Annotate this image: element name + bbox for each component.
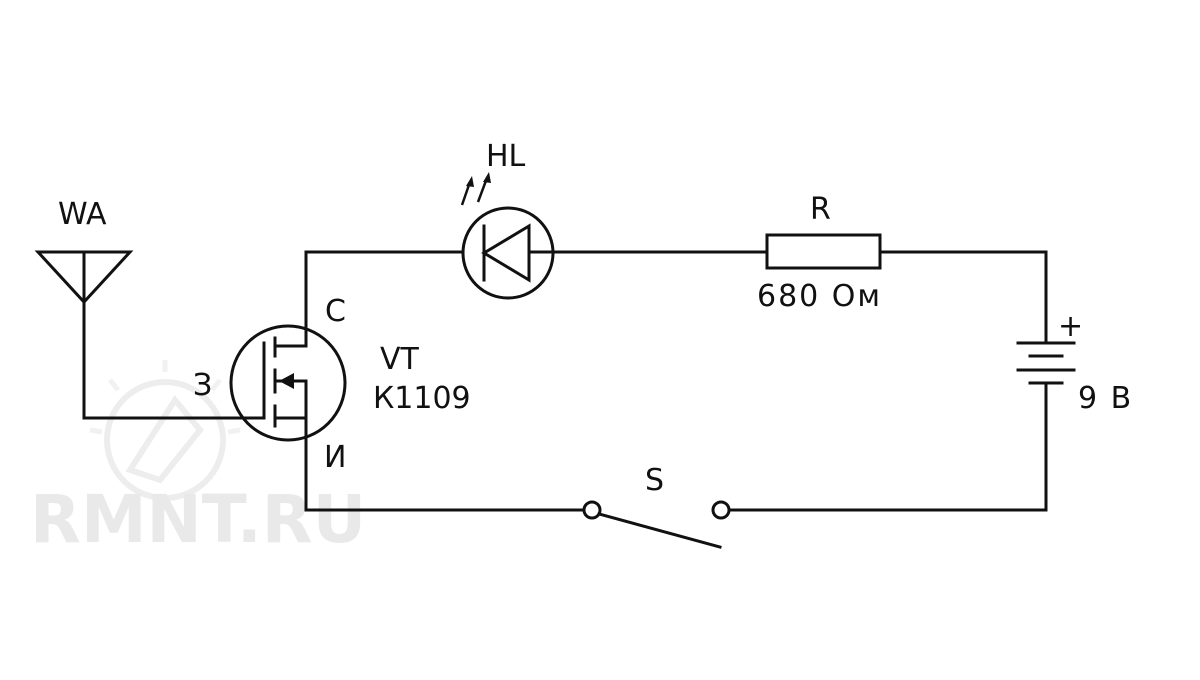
watermark-logo-icon: RMNT.RU (30, 360, 366, 558)
drain-label: С (325, 294, 346, 329)
resistor-icon (765, 233, 882, 270)
battery-voltage: 9 В (1078, 381, 1133, 416)
switch-label: S (645, 463, 664, 498)
battery-icon (1016, 341, 1076, 385)
resistor-value: 680 Ом (757, 279, 882, 314)
resistor-label: R (810, 192, 831, 227)
antenna-label: WA (58, 197, 107, 232)
gate-label: З (193, 368, 212, 403)
source-label: И (324, 440, 346, 475)
mosfet-icon (229, 250, 347, 512)
switch-icon (582, 500, 731, 549)
battery-polarity: + (1058, 309, 1083, 344)
led-label: HL (486, 139, 526, 174)
led-icon (460, 172, 555, 300)
transistor-part-number: К1109 (373, 381, 471, 416)
watermark-text: RMNT.RU (30, 481, 366, 558)
transistor-designator: VT (380, 342, 420, 377)
antenna-icon (34, 250, 134, 420)
